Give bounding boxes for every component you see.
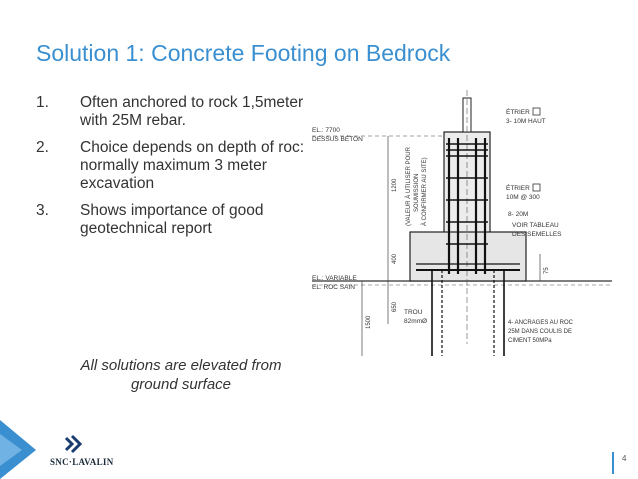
dim-400: 400 — [392, 253, 398, 264]
label-vertical-note-1: (VALEUR À UTILISER POUR — [405, 146, 412, 226]
label-anchor-2: 25M DANS COULIS DE — [508, 329, 572, 335]
label-vertical-note-3: À CONFIRMER AU SITE) — [421, 157, 428, 226]
dim-1500: 1500 — [366, 315, 372, 329]
checkbox-icon — [532, 183, 541, 192]
list-text: Shows importance of good geotechnical re… — [80, 202, 264, 237]
footing-slab — [409, 231, 527, 282]
label-trou-dia: 82mmØ — [404, 318, 427, 325]
list-item: 1. Often anchored to rock 1,5meter with … — [36, 94, 308, 130]
checkbox-icon — [532, 107, 541, 116]
label-etrier-2: ÉTRIER — [506, 183, 530, 192]
company-logo-text: SNC·LAVALIN — [50, 457, 114, 467]
dim-1200: 1200 — [392, 178, 398, 192]
label-anchor-3: CIMENT 50MPa — [508, 338, 552, 344]
label-dessus-beton: DESSUS BÉTON — [312, 134, 363, 143]
label-etrier-2-spec: 10M @ 300 — [506, 194, 540, 201]
label-etrier-1-spec: 3- 10M HAUT — [506, 118, 546, 125]
dim-75: 75 — [544, 267, 550, 274]
label-bars: 8- 20M — [508, 211, 528, 218]
elevation-note: All solutions are elevated from ground s… — [80, 357, 282, 393]
label-trou: TROU — [404, 309, 423, 316]
label-anchor-1: 4- ANCRAGES AU ROC — [508, 320, 574, 326]
list-text: Choice depends on depth of roc: normally… — [80, 139, 305, 192]
label-voir-tableau: VOIR TABLEAU — [512, 222, 559, 229]
list-item: 2. Choice depends on depth of roc: norma… — [36, 139, 308, 193]
list-text: Often anchored to rock 1,5meter with 25M… — [80, 94, 304, 129]
label-des-semelles: DES SEMELLES — [512, 231, 562, 238]
label-el-roc-sain: EL. ROC SAIN — [312, 284, 355, 291]
page-divider — [612, 452, 614, 474]
point-list: 1. Often anchored to rock 1,5meter with … — [36, 94, 308, 247]
label-vertical-note-2: SOUMISSION — [414, 174, 420, 212]
label-etrier-1: ÉTRIER — [506, 107, 530, 116]
footing-drawing: EL.: 7700 DESSUS BÉTON ÉTRIER 3- 10M HAU… — [312, 90, 612, 356]
dim-650: 650 — [392, 301, 398, 312]
page-number: 4 — [622, 454, 627, 463]
list-item: 3. Shows importance of good geotechnical… — [36, 202, 308, 238]
slide-title: Solution 1: Concrete Footing on Bedrock — [36, 40, 451, 66]
corner-decoration — [0, 420, 36, 479]
list-number: 3. — [36, 202, 49, 219]
label-el-top: EL.: 7700 — [312, 127, 340, 134]
list-number: 1. — [36, 94, 49, 111]
list-number: 2. — [36, 139, 49, 156]
label-el-variable: EL.: VARIABLE — [312, 275, 357, 282]
company-logo-icon — [64, 434, 83, 454]
